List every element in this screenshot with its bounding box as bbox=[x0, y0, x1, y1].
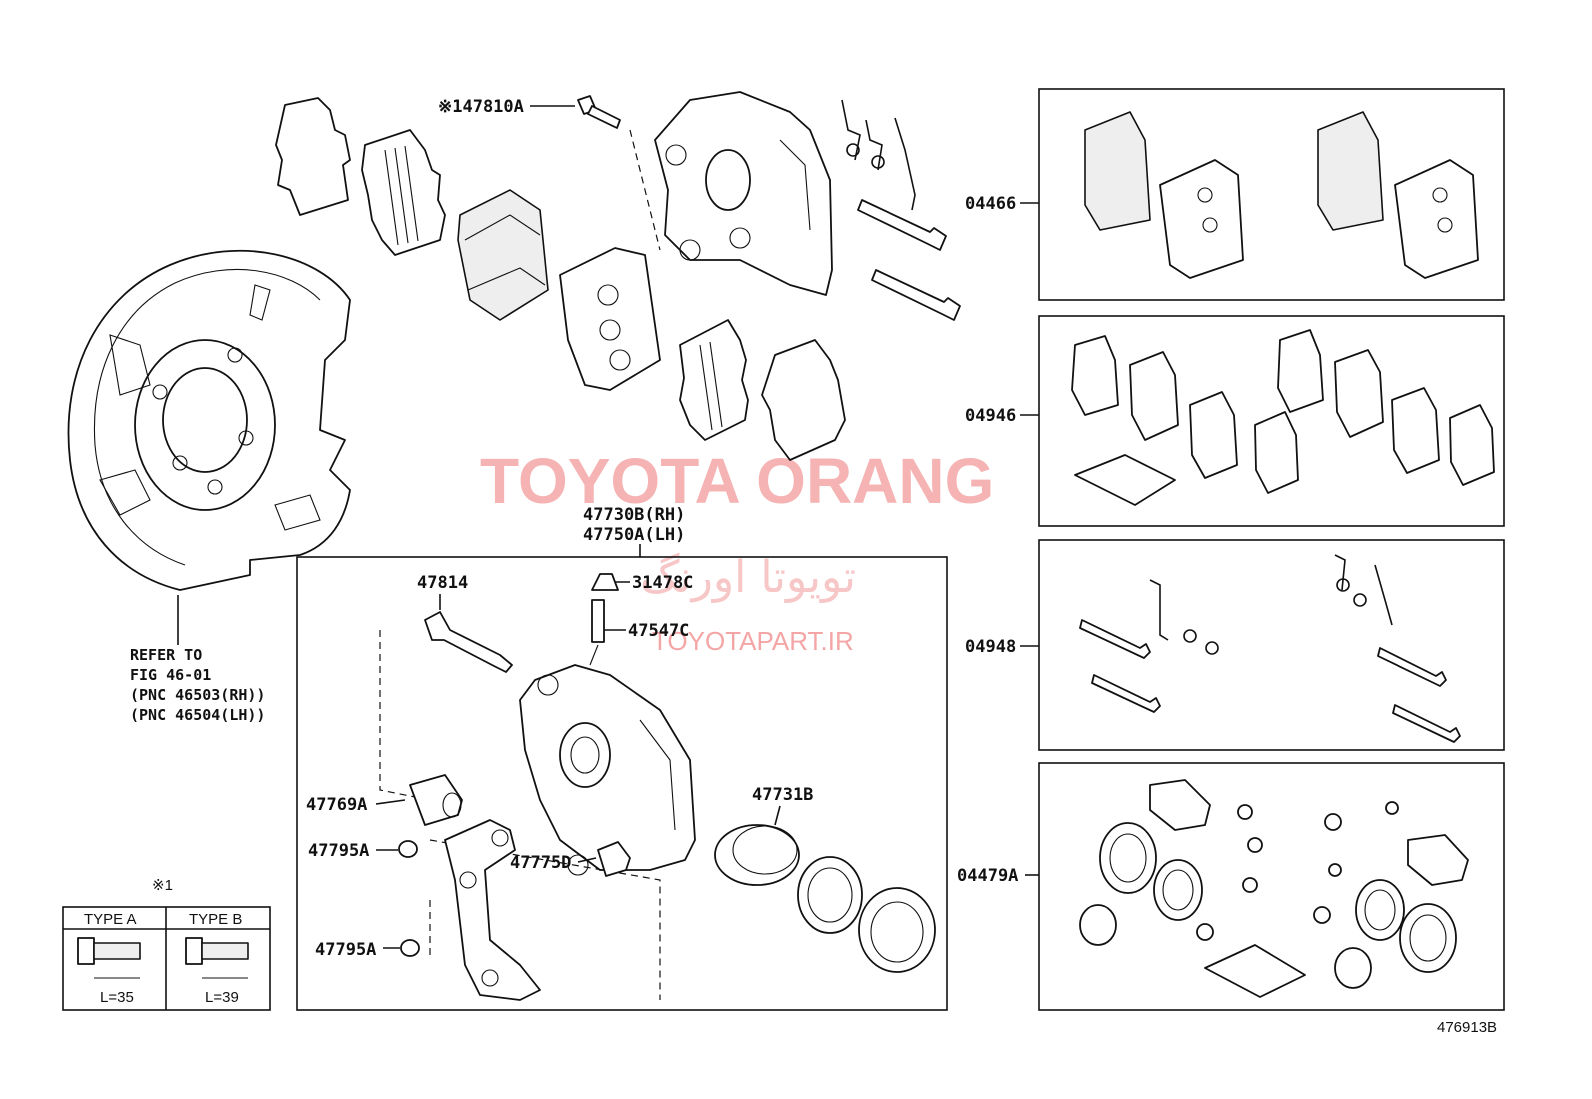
label-47775d: 47775D bbox=[510, 853, 571, 873]
label-47731b: 47731B bbox=[752, 785, 813, 805]
top-pad-2 bbox=[559, 247, 661, 391]
type-b-bolt bbox=[185, 937, 249, 979]
type-b-label: TYPE B bbox=[189, 911, 242, 928]
kit-box-04948 bbox=[1038, 539, 1505, 751]
kit-04466-pads bbox=[1084, 111, 1479, 279]
watermark-url: TOYOTAPART.IR bbox=[652, 626, 854, 656]
slide-pin-47814 bbox=[424, 611, 513, 673]
kit-box-04466 bbox=[1038, 88, 1505, 301]
label-31478c: 31478C bbox=[632, 573, 693, 593]
label-04466: 04466 bbox=[965, 194, 1016, 214]
label-47769a: 47769A bbox=[306, 795, 367, 815]
label-47750a: 47750A(LH) bbox=[583, 525, 685, 545]
boot-47775d bbox=[597, 841, 631, 877]
refer-line-2: FIG 46-01 bbox=[130, 666, 211, 684]
top-shim-inner bbox=[361, 129, 446, 256]
label-04948: 04948 bbox=[965, 637, 1016, 657]
type-a-label: TYPE A bbox=[84, 911, 137, 928]
bolt-47810a bbox=[577, 95, 621, 129]
kit-04479a-seals bbox=[1079, 779, 1469, 998]
kit-box-04946 bbox=[1038, 315, 1505, 527]
bolt-type-table bbox=[62, 906, 271, 1011]
type-a-bolt bbox=[77, 937, 141, 979]
top-pins bbox=[857, 199, 961, 321]
boot-47769a bbox=[409, 774, 463, 826]
bleeder-cap-31478c bbox=[591, 573, 619, 591]
watermark-persian: تویوتا اورنگ bbox=[640, 552, 856, 603]
top-caliper-bracket bbox=[629, 91, 833, 296]
label-04479a: 04479A bbox=[957, 866, 1018, 886]
kit-04946-shims bbox=[1071, 329, 1495, 506]
kit-04948-pins-springs bbox=[1079, 554, 1461, 743]
kit-box-04479a bbox=[1038, 762, 1505, 1011]
refer-line-4: (PNC 46504(LH)) bbox=[130, 706, 265, 724]
refer-line-1: REFER TO bbox=[130, 646, 202, 664]
bleeder-plug-47547c bbox=[591, 599, 605, 643]
washer-47795a-2 bbox=[400, 939, 420, 957]
label-47795a-2: 47795A bbox=[315, 940, 376, 960]
label-47795a-1: 47795A bbox=[308, 841, 369, 861]
note-mark: ※1 bbox=[152, 877, 173, 894]
caliper-assembly-box bbox=[296, 556, 948, 1011]
label-47810a: ※147810A bbox=[438, 97, 524, 117]
top-shim-outer bbox=[275, 97, 351, 216]
top-springs bbox=[841, 99, 916, 211]
type-b-length: L=39 bbox=[205, 989, 239, 1006]
refer-line-3: (PNC 46503(RH)) bbox=[130, 686, 265, 704]
label-47730b: 47730B(RH) bbox=[583, 505, 685, 525]
pad-support-plate bbox=[444, 819, 541, 1001]
label-04946: 04946 bbox=[965, 406, 1016, 426]
dust-shield bbox=[67, 249, 351, 645]
type-a-length: L=35 bbox=[100, 989, 134, 1006]
watermark-brand: TOYOTA ORANG bbox=[480, 445, 994, 517]
diagram-code: 476913B bbox=[1437, 1019, 1497, 1036]
top-shim-4 bbox=[761, 339, 846, 461]
label-47547c: 47547C bbox=[628, 621, 689, 641]
label-47814: 47814 bbox=[417, 573, 468, 593]
top-shim-3 bbox=[679, 319, 749, 441]
top-pad-1 bbox=[457, 189, 549, 321]
washer-47795a-1 bbox=[398, 840, 418, 858]
center-caliper-body bbox=[519, 664, 696, 876]
piston-47731b bbox=[714, 824, 936, 973]
